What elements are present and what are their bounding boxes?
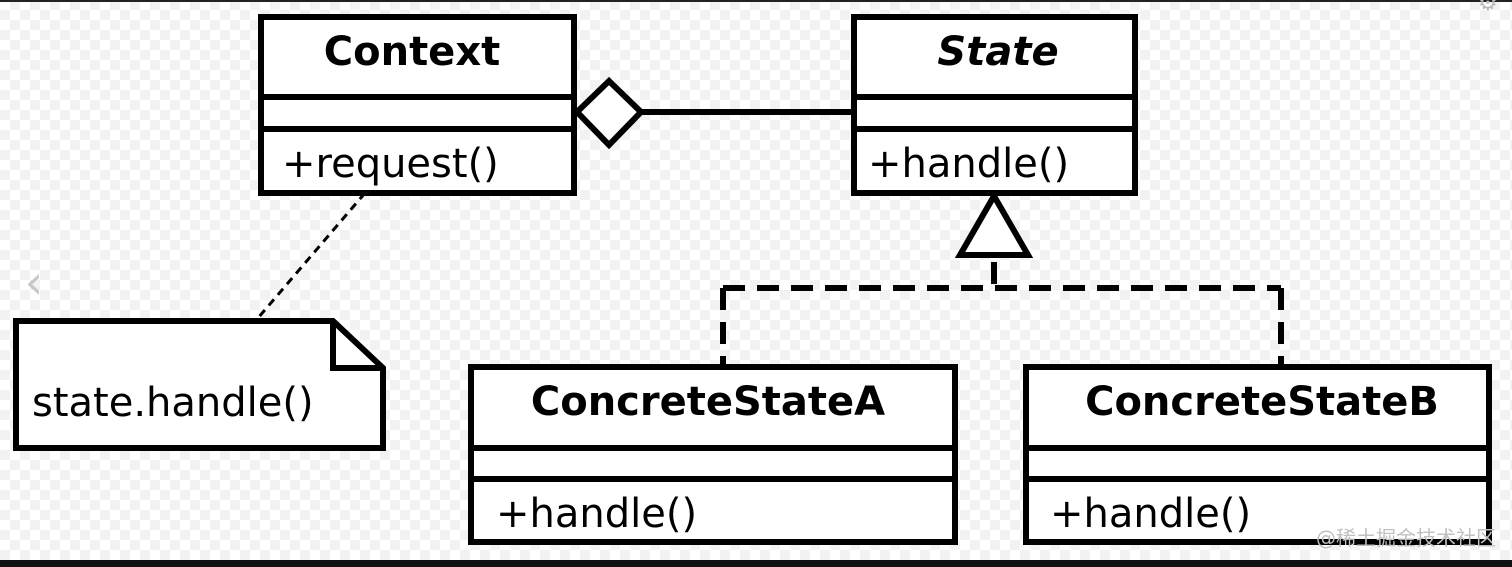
realization-connectors — [720, 262, 1284, 367]
class-concrete-state-a-name: ConcreteStateA — [531, 379, 885, 425]
bottom-edge — [0, 560, 1512, 567]
note: state.handle() — [13, 318, 386, 451]
class-state-name: State — [937, 29, 1058, 75]
previous-arrow-icon[interactable]: ‹ — [24, 255, 44, 309]
aggregation-diamond — [572, 76, 646, 150]
class-context-method: +request() — [282, 141, 499, 187]
watermark: @稀土掘金技术社区 — [1316, 526, 1496, 550]
class-concrete-state-b: ConcreteStateB +handle() — [1023, 364, 1492, 545]
top-edge — [0, 0, 1512, 2]
note-connector — [256, 192, 367, 319]
class-context: Context +request() — [258, 14, 577, 196]
class-state: State +handle() — [851, 14, 1138, 196]
realization-arrowhead — [954, 189, 1034, 258]
note-fold — [330, 321, 383, 371]
class-state-method: +handle() — [868, 141, 1069, 187]
note-body — [13, 318, 386, 451]
class-context-name: Context — [324, 29, 500, 75]
note-text: state.handle() — [32, 380, 314, 426]
class-concrete-state-a-method: +handle() — [496, 491, 697, 537]
class-concrete-state-a: ConcreteStateA +handle() — [468, 364, 958, 545]
class-concrete-state-b-method: +handle() — [1050, 491, 1251, 537]
gear-icon[interactable]: ⚙ — [1478, 0, 1498, 16]
class-concrete-state-b-name: ConcreteStateB — [1085, 379, 1439, 425]
